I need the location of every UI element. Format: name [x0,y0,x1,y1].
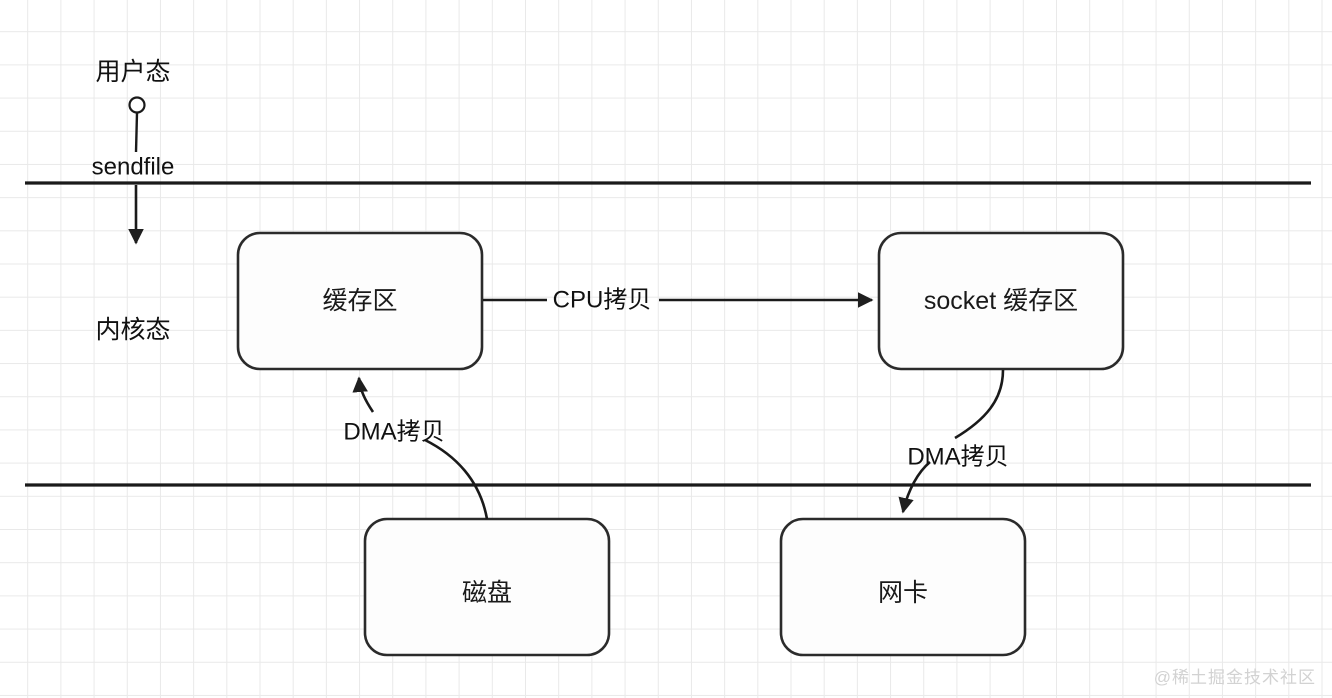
node-box-nic[interactable] [779,517,1027,657]
zone-label-kernel-mode: 内核态 [95,316,171,344]
edge-label-cpu-copy: CPU拷贝 [552,286,652,314]
edge-label-dma-copy-send: DMA拷贝 [907,443,1009,471]
zone-label-user-mode: 用户态 [95,58,171,86]
node-label-nic[interactable]: 网卡 [877,579,929,607]
node-box-buffer[interactable] [236,231,484,371]
dma-copy-send-arrow-upper [954,369,1005,440]
sendfile-stem-line [134,112,139,153]
dma-copy-read-arrow-upper [352,376,375,413]
dma-copy-read-arrow-lower [424,438,489,520]
node-label-buffer[interactable]: 缓存区 [322,287,398,315]
watermark: @稀土掘金技术社区 [1153,668,1316,687]
edge-label-sendfile: sendfile [91,153,175,181]
node-label-socket-buffer[interactable]: socket 缓存区 [923,287,1079,315]
edge-label-dma-copy-read: DMA拷贝 [343,418,445,446]
node-label-disk[interactable]: 磁盘 [461,579,513,607]
sendfile-origin-circle [128,96,146,114]
node-box-socket-buffer[interactable] [877,231,1125,371]
dma-copy-send-arrow-lower [898,461,931,514]
